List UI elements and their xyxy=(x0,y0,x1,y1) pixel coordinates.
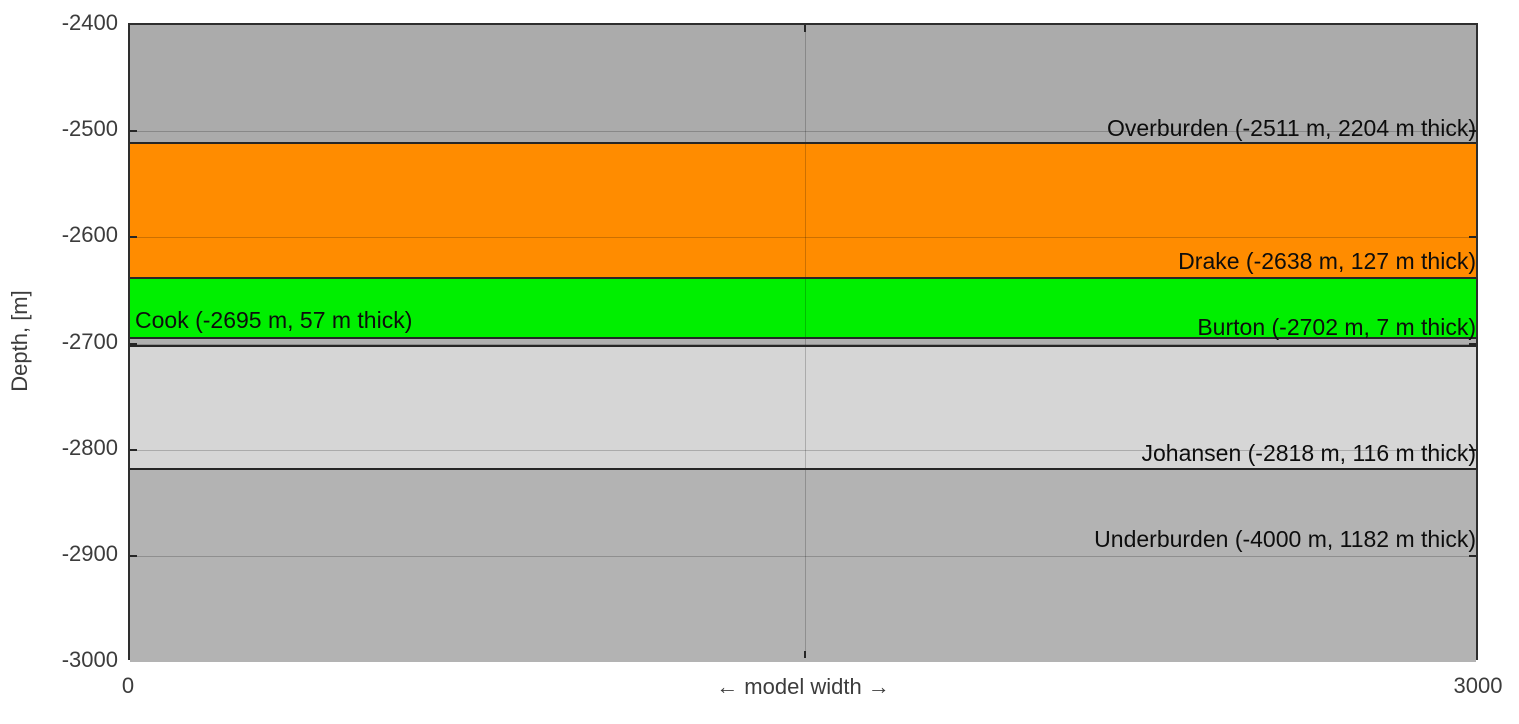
y-tick-label--2800: -2800 xyxy=(61,434,118,460)
layer-boundary-underburden xyxy=(130,467,1476,470)
y-tick-label--2500: -2500 xyxy=(61,116,118,142)
layer-label-underburden: Underburden (-4000 m, 1182 m thick) xyxy=(1094,525,1476,552)
y-tick-label--2700: -2700 xyxy=(61,328,118,354)
y-tick-left--2500 xyxy=(130,130,137,133)
y-tick-right--2700 xyxy=(1469,342,1476,345)
y-tick-label--2400: -2400 xyxy=(61,10,118,35)
layer-burton xyxy=(130,338,1476,346)
plot-area xyxy=(128,23,1478,662)
x-tick-bottom-1500 xyxy=(804,651,806,658)
layer-johansen xyxy=(130,345,1476,469)
layer-boundary-burton xyxy=(130,337,1476,340)
h-gridline--2500 xyxy=(130,131,1476,133)
layer-label-overburden: Overburden (-2511 m, 2204 m thick) xyxy=(1106,115,1476,142)
layer-cook xyxy=(130,277,1476,339)
h-gridline--2800 xyxy=(130,449,1476,451)
h-gridline--2600 xyxy=(130,237,1476,239)
layer-boundary-drake xyxy=(130,141,1476,144)
y-tick-right--2500 xyxy=(1469,130,1476,133)
h-gridline--2900 xyxy=(130,555,1476,557)
y-tick-label--2900: -2900 xyxy=(61,540,118,566)
y-tick-left--2700 xyxy=(130,342,137,345)
x-tick-label-3000: 3000 xyxy=(1453,673,1503,698)
layer-overburden xyxy=(130,25,1476,143)
x-tick-label-0: 0 xyxy=(121,673,135,698)
y-tick-right--2600 xyxy=(1469,236,1476,239)
y-tick-left--2800 xyxy=(130,448,137,451)
x-tick-top-1500 xyxy=(804,25,806,32)
y-tick-label--3000: -3000 xyxy=(61,647,118,672)
y-tick-left--2900 xyxy=(130,554,137,557)
y-tick-right--2900 xyxy=(1469,554,1476,557)
layer-drake xyxy=(130,142,1476,278)
layer-boundary-cook xyxy=(130,276,1476,279)
y-tick-left--2600 xyxy=(130,236,137,239)
layer-label-drake: Drake (-2638 m, 127 m thick) xyxy=(1178,247,1476,274)
v-gridline-1500 xyxy=(805,25,806,658)
h-gridline--2700 xyxy=(130,343,1476,345)
layer-label-burton: Burton (-2702 m, 7 m thick) xyxy=(1197,313,1476,340)
x-axis-label: ← model width → xyxy=(716,674,890,699)
layer-label-cook: Cook (-2695 m, 57 m thick) xyxy=(135,307,413,334)
layer-boundary-johansen xyxy=(130,344,1476,347)
y-tick-right--2800 xyxy=(1469,448,1476,451)
layer-underburden xyxy=(130,468,1476,662)
y-tick-label--2600: -2600 xyxy=(61,222,118,248)
layer-label-johansen: Johansen (-2818 m, 116 m thick) xyxy=(1141,439,1476,466)
